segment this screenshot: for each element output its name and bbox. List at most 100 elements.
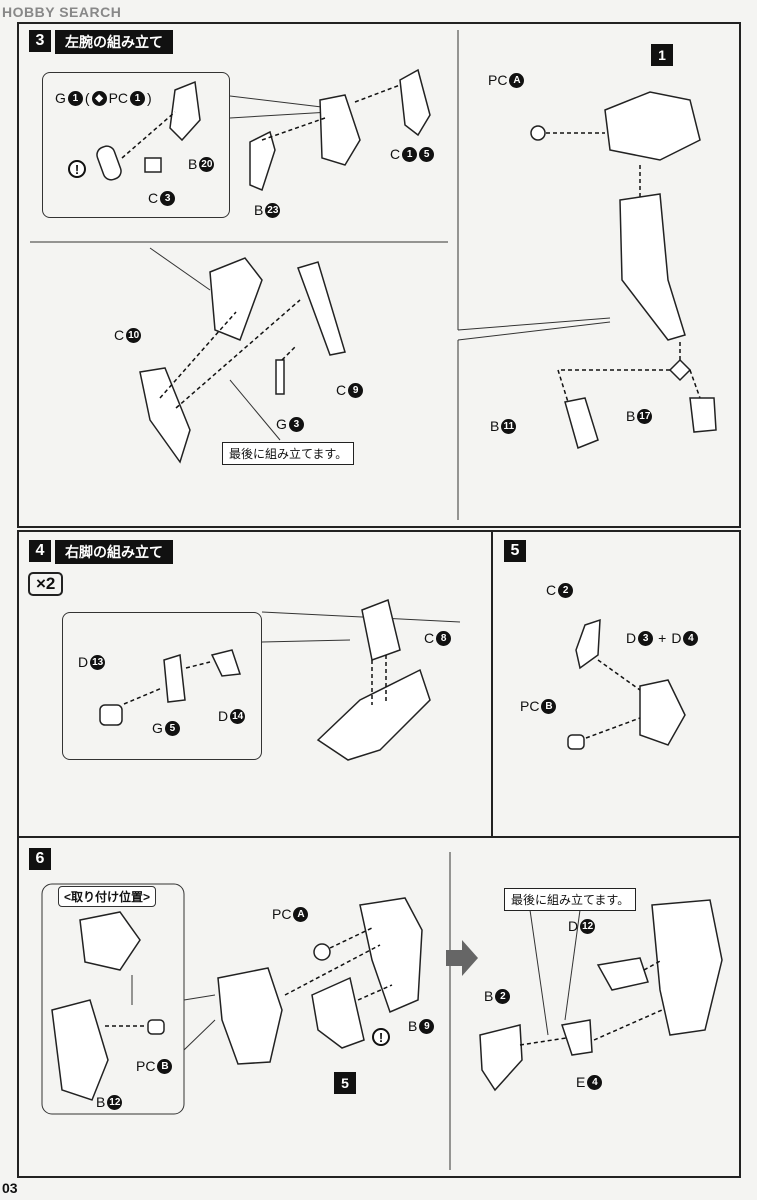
part-number: 13 <box>90 654 106 670</box>
warning-icon: ! <box>372 1028 390 1046</box>
step6-panel <box>17 836 741 1178</box>
part-number: 20 <box>199 156 215 172</box>
step6-ref-badge: 5 <box>334 1072 356 1094</box>
part-number: 5 <box>164 720 180 736</box>
part-number: 17 <box>637 408 653 424</box>
part-number: 1 <box>402 146 418 162</box>
label-text: B <box>490 418 500 434</box>
label-text: D <box>626 630 637 646</box>
part-number: 4 <box>587 1074 603 1090</box>
exchange-icon: ◆ <box>91 90 107 106</box>
label-text: C <box>390 146 401 162</box>
label-text: PC <box>272 906 292 922</box>
warning-icon: ! <box>68 160 86 178</box>
label-text: G <box>55 90 66 106</box>
label-text: B <box>188 156 198 172</box>
label-text: D <box>218 708 229 724</box>
step3-ref-badge: 1 <box>651 44 673 66</box>
label-text: C <box>546 582 557 598</box>
part-number: 5 <box>419 146 435 162</box>
step5-number: 5 <box>504 540 526 562</box>
step6-note: 最後に組み立てます。 <box>504 888 637 911</box>
part-number: 12 <box>580 918 596 934</box>
part-number: 9 <box>348 382 364 398</box>
part-number: 3 <box>638 630 654 646</box>
paren-close: ) <box>147 90 152 106</box>
step4-number: 4 <box>29 540 51 562</box>
step4-multiplier: ×2 <box>28 572 64 596</box>
label-text: C <box>148 190 159 206</box>
label-text: C <box>424 630 435 646</box>
part-number: 12 <box>107 1094 123 1110</box>
part-number: 23 <box>265 202 281 218</box>
step3-inset <box>42 72 230 218</box>
label-text: PC <box>488 72 508 88</box>
part-number: 1 <box>130 90 146 106</box>
label-text: PC <box>136 1058 156 1074</box>
step6-number: 6 <box>29 848 51 870</box>
label-text: C <box>336 382 347 398</box>
step3-title: 左腕の組み立て <box>55 30 173 54</box>
label-text: PC <box>520 698 540 714</box>
part-number: A <box>293 906 309 922</box>
label-text: B <box>96 1094 106 1110</box>
part-number: 9 <box>419 1018 435 1034</box>
step4-inset <box>62 612 262 760</box>
label-text: D <box>568 918 579 934</box>
label-text: PC <box>108 90 129 106</box>
label-text: G <box>152 720 163 736</box>
label-text: D <box>78 654 89 670</box>
part-number: 2 <box>558 582 574 598</box>
part-number: 1 <box>67 90 83 106</box>
part-number: 14 <box>230 708 246 724</box>
part-number: A <box>509 72 525 88</box>
part-number: 3 <box>288 416 304 432</box>
paren-open: ( <box>84 90 90 106</box>
part-number: B <box>541 698 557 714</box>
label-text: G <box>276 416 287 432</box>
step3-number: 3 <box>29 30 51 52</box>
label-text: C <box>114 327 125 343</box>
step3-note: 最後に組み立てます。 <box>222 442 355 465</box>
label-text: D <box>671 630 682 646</box>
label-text: B <box>484 988 494 1004</box>
step6-inset-title: <取り付け位置> <box>58 886 157 907</box>
label-text: B <box>254 202 264 218</box>
page-number: 03 <box>2 1180 18 1196</box>
part-number: 11 <box>501 418 517 434</box>
plus-sign: + <box>658 630 667 646</box>
part-number: 10 <box>126 327 142 343</box>
label-text: B <box>626 408 636 424</box>
label-text: B <box>408 1018 418 1034</box>
part-number: 8 <box>436 630 452 646</box>
step4-title: 右脚の組み立て <box>55 540 173 564</box>
part-number: 2 <box>495 988 511 1004</box>
step3-panel <box>17 22 741 528</box>
